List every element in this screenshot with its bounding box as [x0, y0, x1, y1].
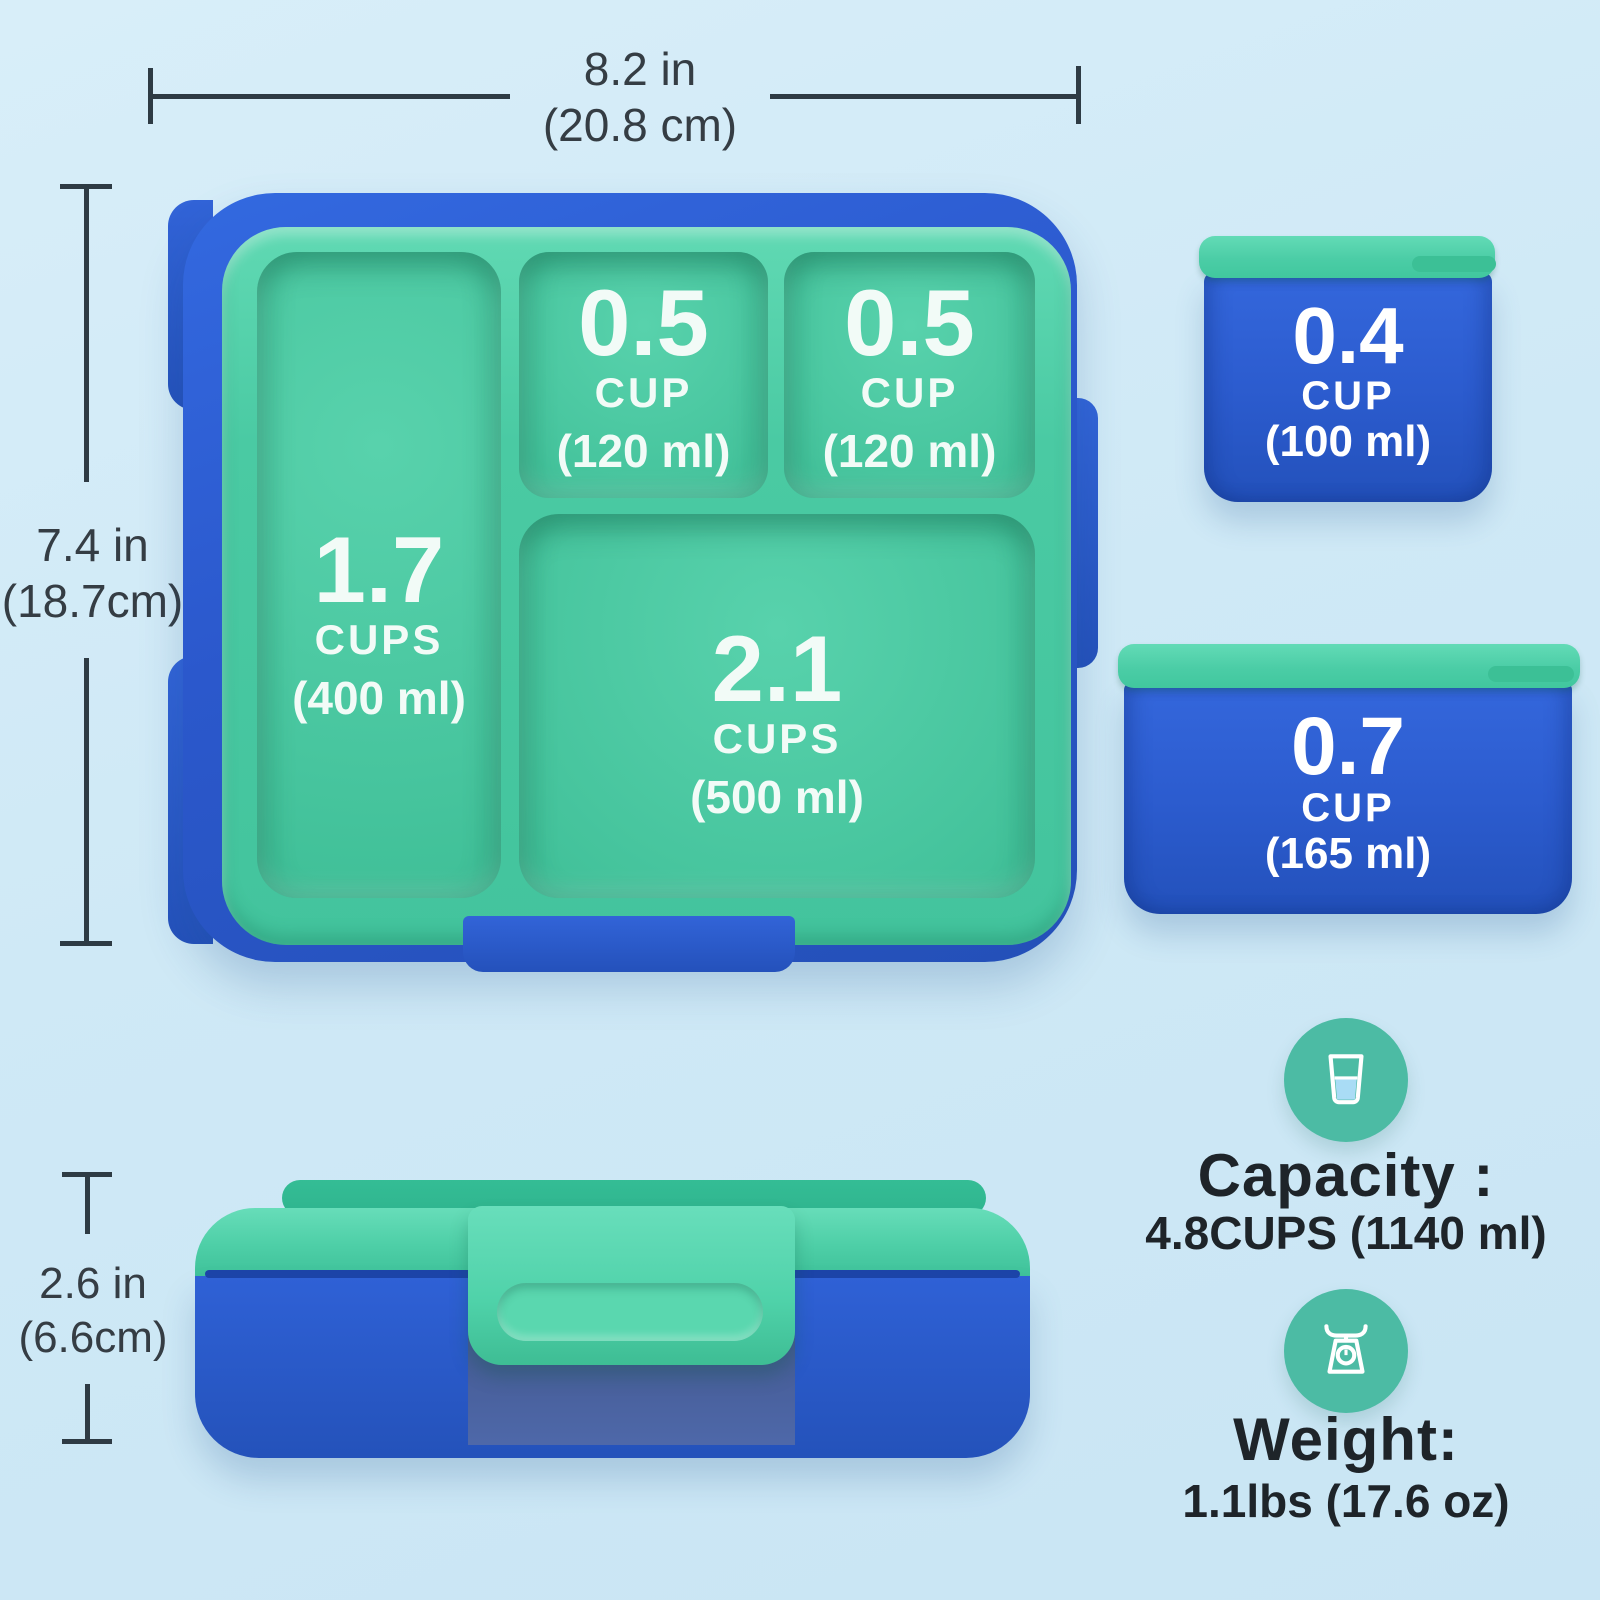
weight-label: Weight: — [1233, 1406, 1459, 1473]
side-view-latch-grip — [497, 1283, 763, 1341]
width-imperial: 8.2 in — [583, 43, 697, 95]
medium-container-unit: CUP — [1301, 786, 1395, 830]
compartment-top-right — [784, 252, 1035, 498]
small-container-body — [1204, 272, 1492, 502]
depth-imperial: 2.6 in — [39, 1259, 147, 1308]
height-label: 7.4 in (18.7cm) — [0, 522, 185, 624]
compartment-top-right-unit: CUP — [860, 369, 959, 416]
compartment-main-amount: 2.1 — [711, 616, 843, 721]
depth-label: 2.6 in (6.6cm) — [8, 1262, 178, 1360]
compartment-left — [257, 252, 501, 898]
depth-metric: (6.6cm) — [18, 1313, 168, 1362]
width-line-right — [770, 94, 1080, 99]
width-label: 8.2 in (20.8 cm) — [440, 46, 840, 148]
compartment-left-amount: 1.7 — [313, 517, 445, 622]
compartment-top-middle-volume: (120 ml) — [556, 425, 731, 477]
kitchen-scale-icon — [1324, 1324, 1368, 1374]
weight-value: 1.1lbs (17.6 oz) — [1182, 1475, 1510, 1527]
compartment-top-middle — [519, 252, 768, 498]
compartment-top-right-amount: 0.5 — [844, 270, 975, 375]
height-cap-bottom — [60, 941, 112, 946]
glass-of-water-icon — [1328, 1054, 1364, 1105]
compartment-main-volume: (500 ml) — [690, 771, 864, 823]
compartment-left-volume: (400 ml) — [292, 672, 466, 724]
weight-badge — [1284, 1289, 1408, 1413]
compartment-top-middle-unit: CUP — [594, 369, 693, 416]
capacity-value: 4.8CUPS (1140 ml) — [1145, 1207, 1547, 1259]
medium-container-lid-tab — [1488, 666, 1574, 682]
width-metric: (20.8 cm) — [542, 99, 738, 151]
compartment-top-middle-label: 0.5 CUP (120 ml) — [519, 270, 768, 477]
compartment-left-unit: CUPS — [314, 616, 444, 663]
depth-line-bottom — [85, 1384, 90, 1442]
small-container-label: 0.4 CUP (100 ml) — [1204, 296, 1492, 464]
compartment-main-label: 2.1 CUPS (500 ml) — [519, 616, 1035, 823]
medium-container-label: 0.7 CUP (165 ml) — [1124, 706, 1572, 876]
height-metric: (18.7cm) — [1, 575, 184, 627]
compartment-left-label: 1.7 CUPS (400 ml) — [257, 517, 501, 724]
compartment-top-right-label: 0.5 CUP (120 ml) — [784, 270, 1035, 477]
height-imperial: 7.4 in — [36, 519, 149, 571]
width-tick-right — [1076, 66, 1081, 124]
small-container-amount: 0.4 — [1292, 291, 1404, 380]
compartment-top-middle-amount: 0.5 — [578, 270, 709, 375]
medium-container-volume: (165 ml) — [1264, 829, 1432, 878]
small-container-volume: (100 ml) — [1264, 417, 1432, 466]
compartment-main — [519, 514, 1035, 898]
capacity-label: Capacity : — [1197, 1142, 1495, 1209]
compartment-main-unit: CUPS — [712, 715, 842, 762]
small-container-lid-tab — [1412, 256, 1496, 272]
medium-container-body — [1124, 682, 1572, 914]
height-line-bottom — [84, 658, 89, 946]
small-container-unit: CUP — [1301, 374, 1395, 418]
height-line-top — [84, 184, 89, 482]
depth-line-top — [85, 1172, 90, 1234]
tray-bottom-latch-tab — [463, 916, 795, 972]
medium-container-amount: 0.7 — [1291, 701, 1405, 792]
width-line-left — [148, 94, 510, 99]
capacity-badge — [1284, 1018, 1408, 1142]
depth-cap-bottom — [62, 1439, 112, 1444]
compartment-top-right-volume: (120 ml) — [822, 425, 997, 477]
